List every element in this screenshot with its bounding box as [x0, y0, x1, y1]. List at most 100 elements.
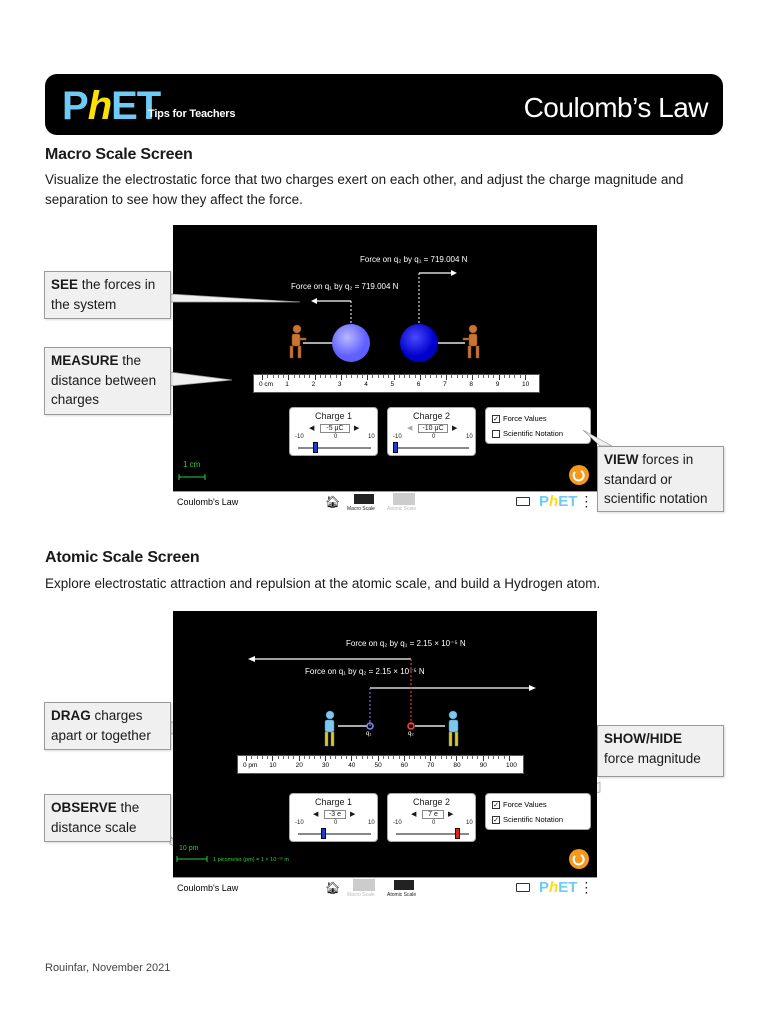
charge1-increment-button[interactable]: ▶	[354, 425, 360, 432]
atomic-charge1-increment-button[interactable]: ▶	[350, 811, 356, 818]
empty-checkbox-icon	[492, 429, 500, 438]
charge2-increment-button[interactable]: ▶	[452, 425, 458, 432]
atomic-charge1-decrement-button[interactable]: ◀	[313, 811, 319, 818]
ruler-minor-tick	[435, 756, 437, 759]
force-values-label: Force Values	[503, 414, 547, 423]
force-values-checkbox[interactable]: ✓Force Values	[492, 414, 547, 423]
ruler-minor-tick	[382, 375, 384, 378]
scientific-notation-label: Scientific Notation	[503, 429, 564, 438]
atomic-scientific-notation-checkbox[interactable]: ✓Scientific Notation	[492, 815, 563, 824]
ruler-tick-label: 7	[443, 381, 447, 388]
callout-drag-text: charges apart or together	[51, 708, 151, 743]
ruler-minor-tick	[404, 375, 406, 378]
ruler-tick-mark	[340, 375, 342, 380]
ruler-minor-tick	[319, 375, 321, 378]
macro-scale-tab-icon[interactable]	[353, 879, 375, 891]
ruler-tick-label: 1	[285, 381, 289, 388]
logo-letter-p: P	[62, 84, 89, 128]
ruler-minor-tick	[277, 375, 279, 378]
reset-all-icon	[569, 465, 589, 485]
charge1-decrement-button[interactable]: ◀	[309, 425, 315, 432]
keyboard-icon[interactable]	[516, 883, 530, 892]
atomic-scale-tab-label[interactable]: Atomic Scale	[387, 892, 417, 898]
navbar-phet-logo[interactable]: PhET	[539, 493, 578, 510]
charge2-slider-track[interactable]	[396, 447, 469, 449]
charge1-control: Charge 1 -5 μC ◀ ▶ -10 0 10	[289, 407, 378, 456]
charge1-mid-label: 0	[334, 434, 338, 440]
logo-letter-h: h	[87, 84, 112, 128]
ruler-tick-mark	[509, 756, 510, 761]
ruler-minor-tick	[382, 756, 384, 759]
charge2-slider-thumb[interactable]	[393, 442, 398, 453]
atomic-charge2-slider-track[interactable]	[396, 833, 469, 835]
atomic-charge1-slider-thumb[interactable]	[320, 828, 326, 839]
atomic-charge-q1	[366, 722, 374, 730]
options-panel: ✓Force Values Scientific Notation	[485, 407, 591, 444]
ruler-minor-tick	[477, 756, 479, 759]
atomic-force-values-checkbox[interactable]: ✓Force Values	[492, 800, 547, 809]
ruler-tick-mark	[472, 375, 474, 380]
macro-scale-tab-label[interactable]: Macro Scale	[347, 506, 375, 512]
ruler-minor-tick	[356, 756, 358, 759]
atomic-charge2-increment-button[interactable]: ▶	[448, 811, 454, 818]
atomic-charge2-slider-thumb[interactable]	[455, 828, 461, 839]
menu-icon[interactable]: ···	[585, 492, 589, 513]
ruler-minor-tick	[419, 756, 421, 759]
charge2-max-label: 10	[466, 434, 473, 440]
ruler-tick-label: 9	[495, 381, 500, 388]
callout-show-bold: SHOW/HIDE	[604, 731, 683, 746]
force-arrow-right	[451, 270, 457, 276]
charge1-slider-thumb[interactable]	[313, 442, 319, 453]
charge1-slider-track[interactable]	[298, 447, 371, 449]
ruler-tick-label: 10	[269, 762, 277, 769]
keyboard-icon[interactable]	[516, 497, 530, 506]
ruler-minor-tick	[487, 756, 489, 759]
ruler-minor-tick	[445, 756, 447, 759]
ruler-tick-label: 40	[348, 762, 356, 769]
ruler-minor-tick	[424, 756, 426, 759]
ruler-minor-tick	[388, 375, 390, 378]
menu-icon[interactable]: ···	[585, 878, 589, 899]
ruler-minor-tick	[414, 756, 416, 759]
ruler-minor-tick	[435, 375, 437, 378]
ruler-minor-tick	[440, 375, 442, 378]
atomic-scale-tab-icon[interactable]	[393, 493, 415, 505]
ruler-minor-tick	[251, 756, 253, 759]
force-label-q2: Force on q₂ by q₁ = 719.004 N	[360, 255, 468, 264]
navbar-phet-logo[interactable]: PhET	[539, 879, 578, 896]
atomic-charge2-min-label: -10	[393, 820, 402, 826]
atomic-charge1-slider-track[interactable]	[298, 833, 371, 835]
ruler-minor-tick	[303, 756, 305, 759]
macro-scale-tab-icon[interactable]	[353, 493, 375, 505]
page-title: Coulomb’s Law	[523, 92, 709, 123]
ruler-tick-label: 50	[374, 762, 382, 769]
ruler-tick-mark	[272, 756, 274, 761]
checkmark-icon: ✓	[492, 414, 500, 423]
ruler-tick-mark	[314, 375, 316, 380]
home-icon[interactable]: 🏠︎	[325, 495, 341, 509]
ruler-minor-tick	[466, 756, 468, 759]
ruler-minor-tick	[267, 375, 269, 378]
atomic-charge2-decrement-button[interactable]: ◀	[411, 811, 417, 818]
charge2-min-label: -10	[393, 434, 402, 440]
ruler-minor-tick	[503, 756, 505, 759]
callout-observe-bold: OBSERVE	[51, 800, 117, 815]
charge2-decrement-button[interactable]: ◀	[407, 425, 413, 432]
ruler-minor-tick	[330, 375, 332, 378]
ruler-tick-mark	[403, 756, 405, 761]
macro-scale-tab-label[interactable]: Macro Scale	[347, 892, 375, 898]
ruler-minor-tick	[314, 756, 316, 759]
home-icon[interactable]: 🏠︎	[325, 881, 341, 895]
atomic-scale-tab-icon[interactable]	[393, 879, 415, 891]
atomic-scale-tab-label[interactable]: Atomic Scale	[387, 506, 417, 512]
ruler-minor-tick	[330, 756, 332, 759]
atomic-charge1-control: Charge 1 -3 e ◀ ▶ -10 0 10	[289, 793, 378, 842]
atomic-charge1-mid-label: 0	[334, 820, 338, 826]
ruler-tick-mark	[430, 756, 432, 761]
atomic-charge2-value: 7 e	[422, 810, 444, 819]
scientific-notation-checkbox[interactable]: Scientific Notation	[492, 429, 563, 438]
ruler-minor-tick	[493, 756, 495, 759]
ruler-tick-label: 70	[427, 762, 435, 769]
